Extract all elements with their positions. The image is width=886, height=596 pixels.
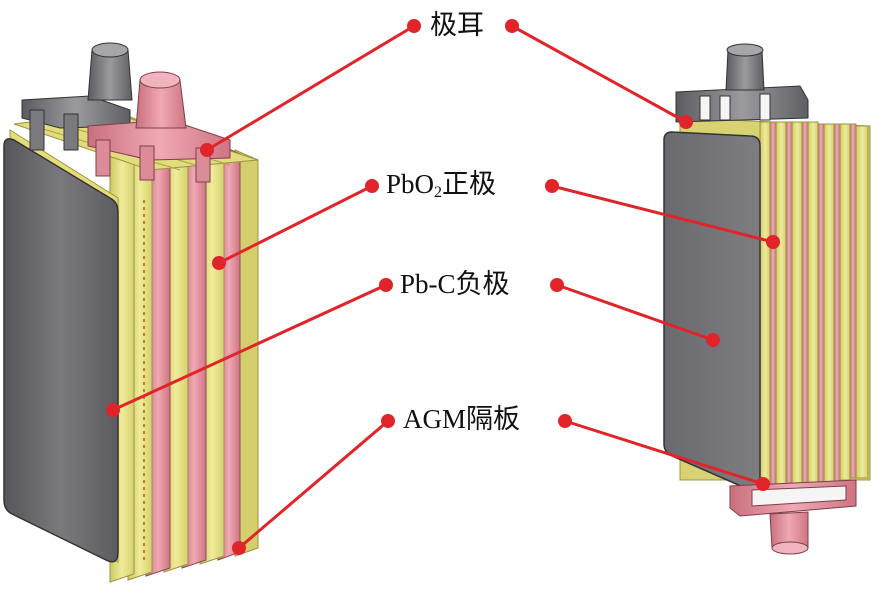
label-positive-subscript: 2 <box>434 184 443 201</box>
left-cell <box>3 42 259 583</box>
leader-separator-right <box>564 419 764 486</box>
left-gray-terminal <box>21 42 133 151</box>
left-front-plate <box>3 138 119 563</box>
label-positive: PbO2正极 <box>386 171 496 201</box>
label-separator-text: AGM隔板 <box>403 404 521 434</box>
label-negative-text: Pb-C负极 <box>400 269 510 299</box>
right-cell <box>663 43 871 555</box>
leader-tab-right <box>511 24 687 124</box>
right-front-plate <box>663 131 761 492</box>
right-gray-terminal <box>675 43 809 123</box>
label-separator: AGM隔板 <box>403 406 520 433</box>
label-tab: 极耳 <box>430 12 484 39</box>
leader-tab-left <box>206 24 415 152</box>
label-positive-prefix: PbO <box>386 169 435 199</box>
left-pink-terminal <box>87 71 231 183</box>
leader-separator-left <box>238 419 389 550</box>
label-negative: Pb-C负极 <box>400 271 510 298</box>
leader-positive-right <box>551 184 774 244</box>
leader-negative-left <box>112 283 387 412</box>
leader-lines <box>106 19 780 555</box>
label-positive-suffix: 正极 <box>442 169 497 199</box>
leader-tab-dot <box>407 19 421 33</box>
label-tab-text: 极耳 <box>430 10 484 40</box>
right-pink-terminal <box>729 479 857 555</box>
leader-negative-right <box>556 283 714 342</box>
leader-positive-left <box>218 184 373 265</box>
